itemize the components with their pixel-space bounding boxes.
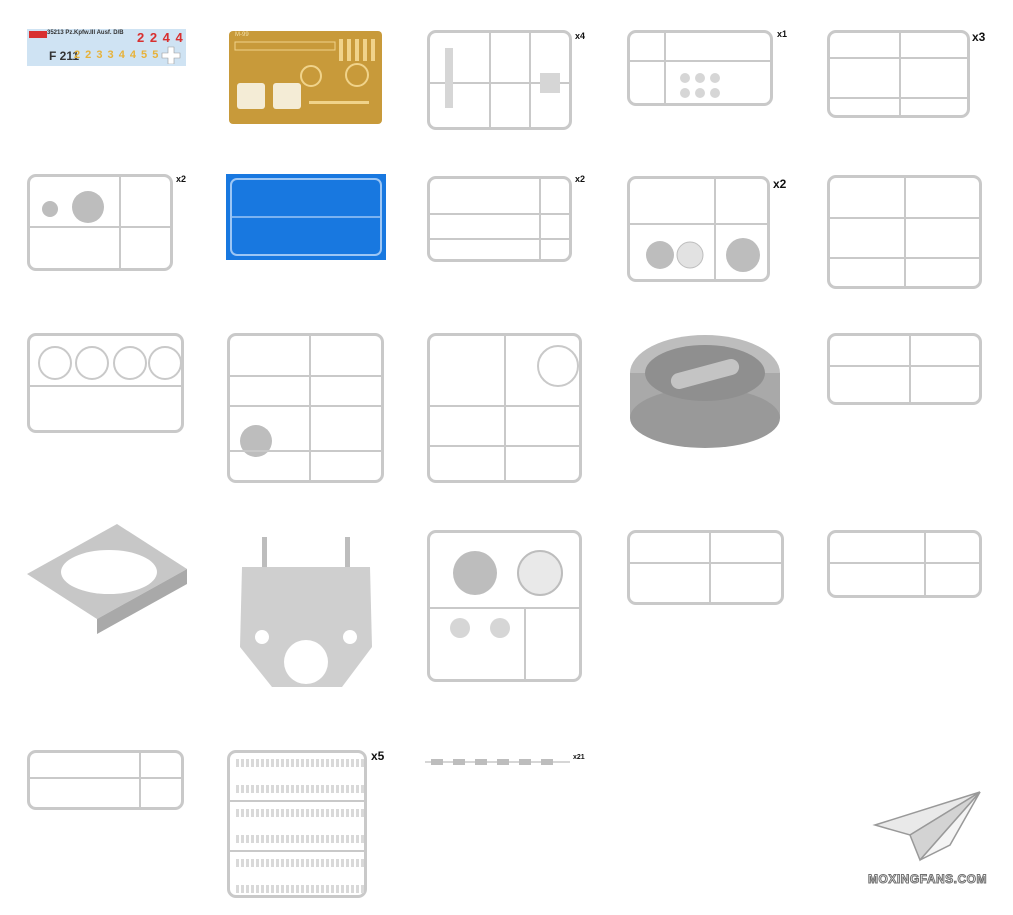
sprue-i-quantity: x2: [773, 177, 787, 191]
clear-parts: [230, 178, 382, 256]
sprue-l-parts: [230, 336, 381, 480]
sprue-e: [827, 30, 970, 118]
sprue-m: [427, 333, 582, 483]
decal-sheet: 35213 Pz.Kpfw.III Ausf. D/B 2 2 4 4 F 21…: [27, 29, 186, 66]
clear-parts-sprue: [226, 174, 386, 260]
hull-plate-part: [27, 524, 187, 634]
sprue-p-parts: [630, 533, 781, 602]
sprue-c: [427, 30, 572, 130]
decal-code: 35213 Pz.Kpfw.III Ausf. D/B: [47, 30, 124, 36]
decal-numbers-yellow: 2 2 3 3 4 4 5 5: [74, 49, 160, 61]
sprue-j: [827, 175, 982, 289]
decal-numbers-red: 2 2 4 4: [137, 30, 184, 45]
sprue-g-parts: [430, 179, 569, 259]
hull-front-part: [232, 537, 380, 690]
sprue-g: [427, 176, 572, 262]
sprue-d-quantity: x1: [777, 29, 788, 39]
sprue-p: [627, 530, 784, 605]
sprue-e-parts: [830, 33, 967, 115]
sprue-o-parts: [430, 550, 579, 679]
sprue-f-quantity: x2: [176, 174, 187, 184]
sprue-f: [27, 174, 173, 271]
track-link-strip-drawing: [425, 759, 570, 765]
sprue-q: [827, 530, 982, 598]
hull-plate-drawing: [27, 524, 187, 634]
track-links-drawing: [230, 759, 364, 893]
miniart-logo-icon: [29, 31, 47, 38]
decal-numbers-dark: F 211: [49, 49, 80, 63]
sprue-n-parts: [830, 336, 979, 402]
track-link-strip: [425, 754, 570, 765]
sprue-h-quantity: x2: [575, 174, 586, 184]
sprue-d: [627, 30, 773, 106]
turret-ring-drawing: [630, 335, 780, 448]
paper-plane-icon: [872, 791, 981, 862]
track-sprue-quantity: x5: [371, 749, 385, 763]
photo-etch-label: M-99: [235, 32, 249, 38]
watermark-text: MOXINGFANS.COM: [867, 872, 987, 887]
photo-etch-parts: [234, 39, 375, 109]
sprue-i-parts: [630, 179, 767, 279]
sprue-c-parts: [430, 33, 569, 127]
moxingfans-logo: MOXINGFANS.COM: [850, 790, 1005, 890]
track-sprue: [227, 750, 367, 898]
sprue-o: [427, 530, 582, 682]
sprue-q-parts: [830, 533, 979, 595]
sprue-r: [27, 750, 184, 810]
sprue-e-quantity: x3: [972, 30, 986, 44]
sprue-k: [27, 333, 184, 433]
sprue-l: [227, 333, 384, 483]
turret-ring-part: [625, 328, 785, 453]
sprue-j-parts: [830, 178, 979, 286]
photo-etch-fret: M-99: [229, 31, 382, 124]
sprue-i: [627, 176, 770, 282]
sprue-d-parts: [630, 33, 770, 103]
sprue-r-parts: [30, 753, 181, 807]
track-links-quantity: x21: [573, 754, 585, 761]
hull-front-drawing: [240, 537, 372, 687]
sprue-m-parts: [430, 336, 579, 480]
sprue-k-parts: [30, 346, 181, 387]
sprue-c-quantity: x4: [575, 31, 586, 41]
sprue-f-parts: [30, 177, 170, 268]
balkenkreuz-icon: [161, 46, 181, 64]
sprue-n: [827, 333, 982, 405]
